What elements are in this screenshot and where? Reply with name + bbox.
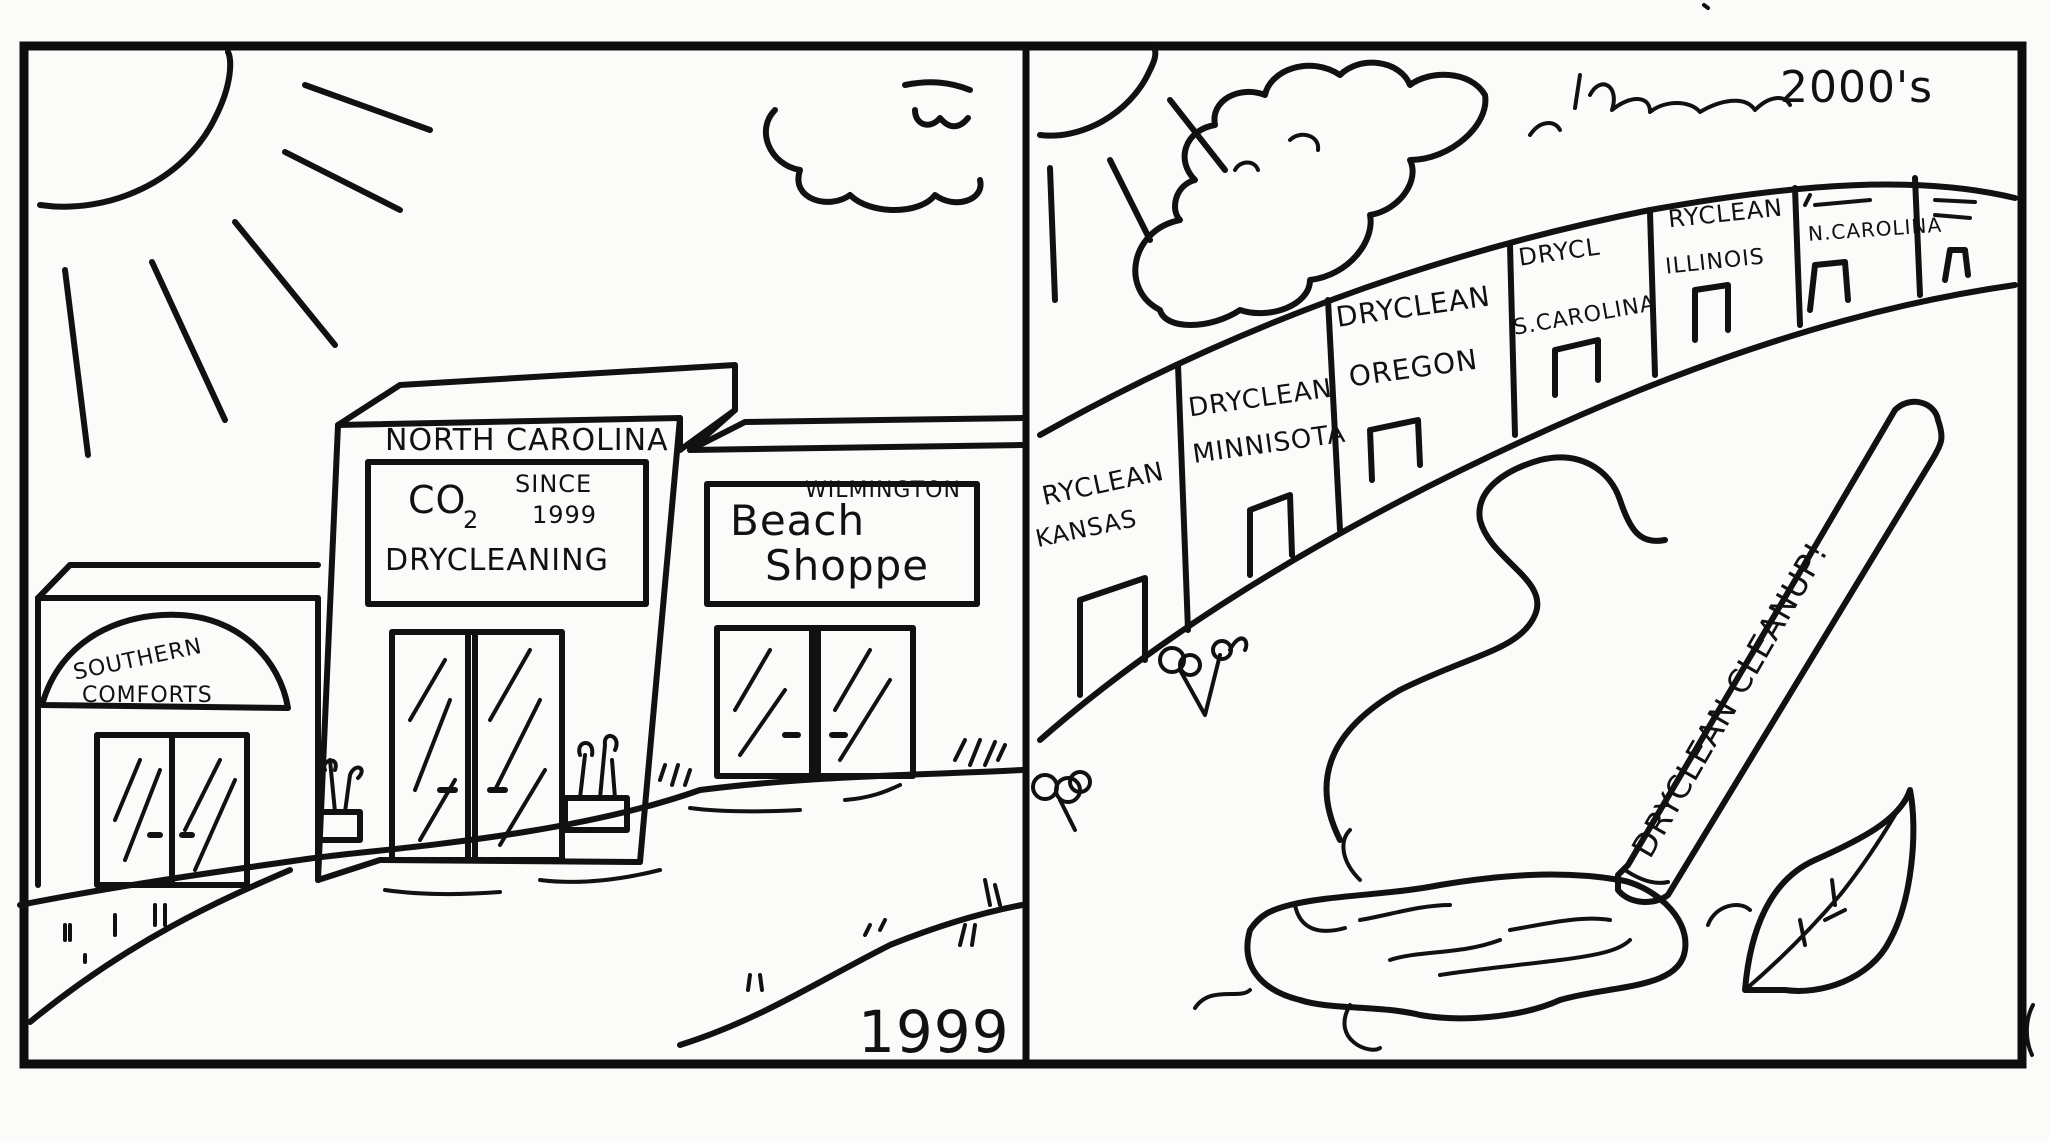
strip-mall-roofline — [1037, 181, 2018, 438]
small-cloud-squiggle — [1528, 73, 1792, 137]
cleanup-pen-icon: DRYCLEAN CLEANUP! — [1615, 398, 1945, 905]
sun-icon — [37, 49, 433, 458]
store-s-carolina: DRYCL S.CAROLINA — [1511, 233, 1658, 398]
beach-shoppe-city: WILMINGTON — [805, 478, 961, 503]
year-1999: 1999 — [858, 998, 1010, 1066]
store-oregon-line2: OREGON — [1347, 343, 1480, 394]
main-store-header: NORTH CAROLINA — [385, 423, 669, 458]
store-minnisota-line2: MINNISOTA — [1191, 419, 1348, 470]
store-illinois: RYCLEAN ILLINOIS — [1664, 193, 1784, 343]
store-minnisota-door[interactable] — [1247, 492, 1295, 578]
panel-2000s: 2000's RYCLEAN KANSAS DRYCLEAN MINNISOTA… — [1031, 47, 2018, 1052]
strip-mall-partitions — [1175, 175, 1923, 633]
panel-1999: SOUTHERN COMFORTS NORTH CAROLINA CO 2 SI… — [17, 49, 1025, 1066]
flower-icon — [1158, 636, 1249, 717]
drycleaning-label: DRYCLEANING — [385, 543, 609, 578]
store-s-carolina-line2: S.CAROLINA — [1511, 291, 1657, 341]
flower-icon-2 — [1031, 770, 1092, 832]
co2-label: CO — [408, 478, 466, 522]
since-year: 1999 — [532, 501, 597, 529]
decade-2000s: 2000's — [1780, 62, 1933, 113]
beach-shoppe-store: WILMINGTON Beach Shoppe — [658, 415, 1025, 814]
store-n-carolina-line2: N.CAROLINA — [1807, 213, 1943, 246]
comic-frame — [19, 41, 2027, 1069]
store-oregon: DRYCLEAN OREGON — [1334, 279, 1493, 483]
sun-icon-2 — [1037, 47, 1228, 303]
store-kansas-line2: KANSAS — [1033, 504, 1140, 553]
beach-shoppe-line1: Beach — [730, 496, 865, 545]
southern-comforts-line2: COMFORTS — [82, 683, 213, 708]
store-kansas: RYCLEAN KANSAS — [1033, 457, 1167, 698]
store-minnisota-line1: DRYCLEAN — [1187, 374, 1335, 424]
store-illinois-door[interactable] — [1692, 282, 1731, 343]
path-curve — [27, 867, 293, 1025]
store-s-carolina-door[interactable] — [1552, 337, 1601, 398]
foreground-bush — [677, 902, 1025, 1048]
main-store-sign — [365, 459, 649, 607]
co2-drycleaning-store: NORTH CAROLINA CO 2 SINCE 1999 DRYCLEANI… — [315, 362, 738, 897]
cloud-icon-2 — [1132, 59, 1489, 328]
planter-left-icon — [315, 758, 364, 843]
southern-comforts-store: SOUTHERN COMFORTS — [35, 562, 321, 964]
beach-shoppe-line2: Shoppe — [765, 541, 929, 590]
cloud-icon — [762, 79, 984, 213]
beach-shoppe-sign — [704, 481, 980, 607]
store-illinois-line2: ILLINOIS — [1664, 244, 1766, 279]
spill-puddle — [1193, 454, 1689, 1052]
store-unnamed-door[interactable] — [1942, 247, 1971, 283]
co2-subscript: 2 — [463, 506, 479, 534]
store-oregon-door[interactable] — [1367, 417, 1423, 483]
store-n-carolina-door[interactable] — [1807, 259, 1851, 313]
store-illinois-line1: RYCLEAN — [1667, 193, 1784, 233]
store-unnamed — [1933, 198, 1977, 283]
planter-right-icon — [562, 734, 630, 833]
since-label: SINCE — [515, 470, 592, 498]
store-kansas-line1: RYCLEAN — [1039, 457, 1167, 512]
pen-label: DRYCLEAN CLEANUP! — [1624, 535, 1836, 864]
southern-comforts-line1: SOUTHERN — [71, 634, 204, 686]
store-kansas-door[interactable] — [1077, 575, 1148, 698]
leaf-icon — [1706, 787, 1917, 994]
